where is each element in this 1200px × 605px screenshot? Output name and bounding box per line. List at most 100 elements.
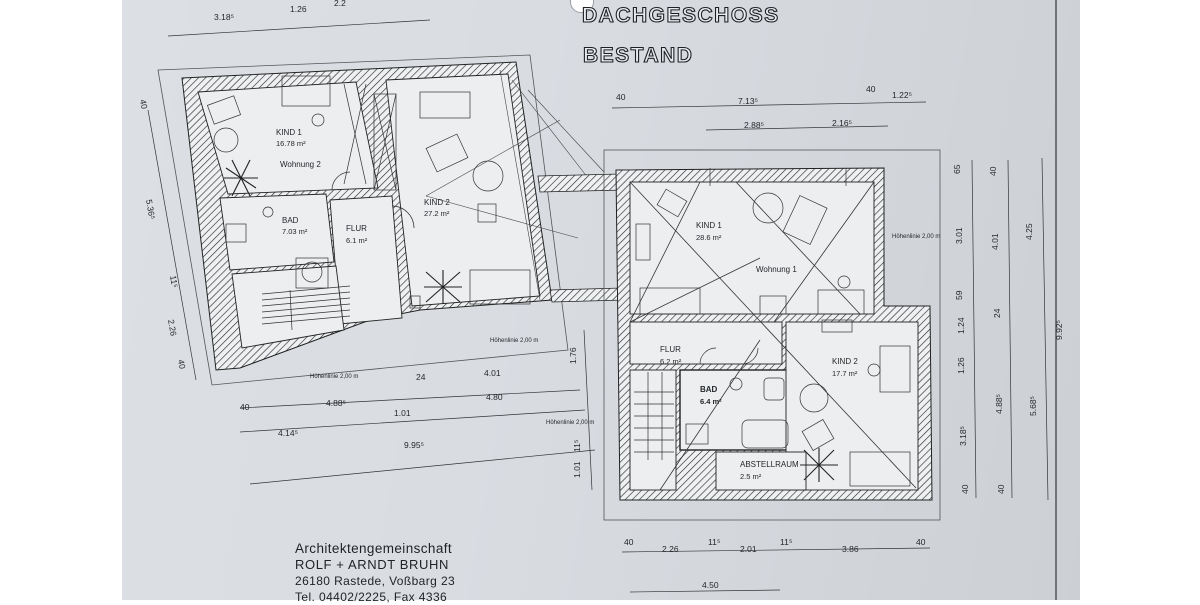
right-contour-label-2: Höhenlinie 2,00 m	[546, 420, 594, 426]
right-wohnung1-label: Wohnung 1	[756, 265, 797, 274]
left-room-kind1	[197, 81, 379, 195]
left-unit: KIND 1 16.78 m² Wohnung 2 KIND 2 27.2 m²…	[138, 0, 625, 485]
right-flur-area: 6.2 m²	[660, 357, 682, 366]
left-room-bad	[219, 193, 335, 271]
left-dim-top-3: 2.2	[334, 0, 346, 8]
right-unit-outline	[603, 149, 941, 521]
left-dim-b2-3: 4.80	[486, 392, 503, 402]
right-contour-label-1: Höhenlinie 2,00 m	[892, 234, 940, 240]
sheet-border-line	[1055, 0, 1057, 600]
right-dimension-lines	[583, 101, 1049, 593]
firm-line-4: Tel. 04402/2225, Fax 4336	[295, 590, 448, 604]
right-room-stair	[629, 369, 677, 491]
right-dim-b-7: 40	[916, 537, 926, 547]
right-unit: KIND 1 28.6 m² Wohnung 1 FLUR 6.2 m² BAD…	[546, 84, 1064, 593]
left-connector-wall-2	[549, 287, 625, 303]
left-contour-label-2: Höhenlinie 2,00 m	[310, 374, 358, 380]
right-dim-edge: 9.92⁵	[1054, 320, 1064, 340]
right-dim-ri-4: 1.24	[956, 317, 966, 334]
left-dim-left-3: 2.26	[166, 319, 179, 337]
left-furniture	[206, 75, 531, 309]
right-dim-b-4: 2.01	[740, 544, 757, 554]
right-dim-ri-3: 59	[954, 290, 964, 300]
firm-line-3: 26180 Rastede, Voßbarg 23	[295, 574, 456, 588]
left-dim-total: 9.95⁵	[404, 440, 424, 450]
right-bad-area: 6.4 m²	[700, 397, 722, 406]
left-dim-top-2: 1.26	[290, 4, 307, 14]
right-dim-left-2: 1.01	[572, 461, 582, 478]
title-dachgeschoss: DACHGESCHOSS	[581, 3, 780, 27]
right-dim-ri-6: 3.18⁵	[958, 426, 968, 446]
right-room-flur	[629, 321, 783, 365]
right-room-bad	[679, 369, 793, 451]
right-dim-t1-1: 40	[616, 92, 626, 102]
left-roof-lines	[425, 69, 605, 301]
right-abstellraum-area: 2.5 m²	[740, 472, 762, 481]
right-dim-ro-1: 4.25	[1024, 223, 1034, 240]
left-flur-area: 6.1 m²	[346, 236, 368, 245]
firm-line-2: ROLF + ARNDT BRUHN	[295, 557, 449, 572]
right-dim-rm-1: 40	[988, 166, 998, 176]
left-dim-b1-2: 4.88⁵	[326, 398, 346, 408]
right-room-kind1	[629, 181, 875, 315]
left-dim-b2-1: 4.14⁵	[278, 428, 298, 438]
left-dim-b1-1: 40	[240, 402, 250, 412]
left-dim-left-4: 40	[176, 359, 188, 370]
left-dim-left-1: 5.36⁵	[144, 199, 157, 221]
right-room-kind2	[785, 321, 919, 491]
right-dim-t2-1: 2.88⁵	[744, 120, 764, 130]
right-plant-icon	[800, 448, 838, 482]
right-dim-rm-5: 40	[996, 484, 1006, 494]
right-dim-ri-1: 65	[952, 164, 962, 174]
right-dim-rm-3: 24	[992, 308, 1002, 318]
right-dim-b-6: 3.86	[842, 544, 859, 554]
left-dimension-lines	[147, 19, 596, 485]
right-kind2-label: KIND 2	[832, 357, 858, 366]
left-dim-b1-3: 24	[416, 372, 426, 382]
right-kind2-area: 17.7 m²	[832, 369, 858, 378]
left-kind2-label: KIND 2	[424, 198, 450, 207]
left-room-stair	[231, 265, 345, 349]
left-kind1-area: 16.78 m²	[276, 139, 306, 148]
right-kind1-label: KIND 1	[696, 221, 722, 230]
left-dim-b1-4: 4.01	[484, 368, 501, 378]
architect-stamp: Architektengemeinschaft ROLF + ARNDT BRU…	[295, 541, 455, 605]
left-bad-area: 7.03 m²	[282, 227, 308, 236]
left-kind2-area: 27.2 m²	[424, 209, 450, 218]
right-dim-rm-4: 4.88⁵	[994, 394, 1004, 414]
left-dim-top-1: 3.18⁵	[214, 12, 234, 22]
right-dim-ri-2: 3.01	[954, 227, 964, 244]
right-roof-lines	[629, 181, 917, 491]
right-dim-t2-2: 2.16⁵	[832, 118, 852, 128]
right-dim-t1-3: 40	[866, 84, 876, 94]
right-dim-ri-5: 1.26	[956, 357, 966, 374]
left-unit-outline	[157, 54, 569, 386]
right-bad-label: BAD	[700, 385, 718, 394]
right-dim-b-2: 2.26	[662, 544, 679, 554]
right-room-abstellraum	[715, 451, 807, 491]
firm-line-1: Architektengemeinschaft	[295, 541, 453, 556]
left-kind1-label: KIND 1	[276, 128, 302, 137]
title-bestand: BESTAND	[582, 43, 694, 67]
right-abstellraum-label: ABSTELLRAUM	[740, 460, 799, 469]
right-stair-steps	[634, 372, 674, 460]
right-dim-b-5: 11⁵	[780, 537, 792, 547]
right-flur-label: FLUR	[660, 345, 681, 354]
right-dim-b2: 4.50	[702, 580, 719, 590]
right-dim-left-3: 11⁵	[572, 440, 582, 452]
left-connector-wall	[537, 173, 625, 193]
left-plant-icon	[224, 159, 462, 304]
right-dim-ri-7: 40	[960, 484, 970, 494]
right-kind1-area: 28.6 m²	[696, 233, 722, 242]
right-dim-t1-2: 7.13⁵	[738, 96, 758, 106]
left-room-kind2	[385, 73, 541, 307]
right-dim-rm-2: 4.01	[990, 233, 1000, 250]
right-dim-b-1: 40	[624, 537, 634, 547]
right-dim-b-3: 11⁵	[708, 537, 720, 547]
left-stair-steps	[261, 285, 351, 331]
left-dim-b2-2: 1.01	[394, 408, 411, 418]
left-dim-side: 40	[138, 99, 150, 110]
left-contour-label-1: Höhenlinie 2,00 m	[490, 338, 538, 344]
right-dim-ro-2: 5.68⁵	[1028, 396, 1038, 416]
